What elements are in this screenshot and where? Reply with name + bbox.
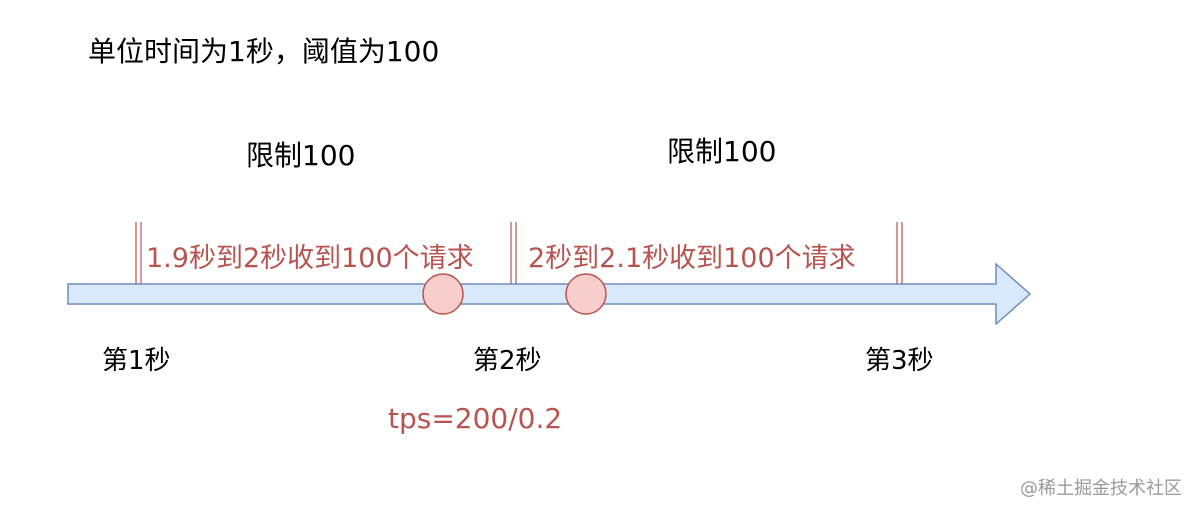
second-label-3: 第3秒 — [865, 346, 934, 376]
limit-label-1: 限制100 — [246, 139, 356, 172]
tps-label: tps=200/0.2 — [388, 402, 563, 435]
watermark: @稀土掘金技术社区 — [1020, 478, 1182, 499]
point-1-9s — [422, 273, 464, 315]
second-label-2: 第2秒 — [473, 346, 542, 376]
window-markers — [135, 222, 903, 284]
limit-label-2: 限制100 — [667, 135, 777, 168]
diagram-title: 单位时间为1秒，阈值为100 — [88, 35, 440, 68]
second-label-1: 第1秒 — [102, 346, 171, 376]
point-2-1s — [565, 273, 607, 315]
timeline-arrow — [67, 262, 1032, 326]
request-label-1: 1.9秒到2秒收到100个请求 — [146, 243, 474, 274]
request-label-2: 2秒到2.1秒收到100个请求 — [528, 243, 856, 274]
